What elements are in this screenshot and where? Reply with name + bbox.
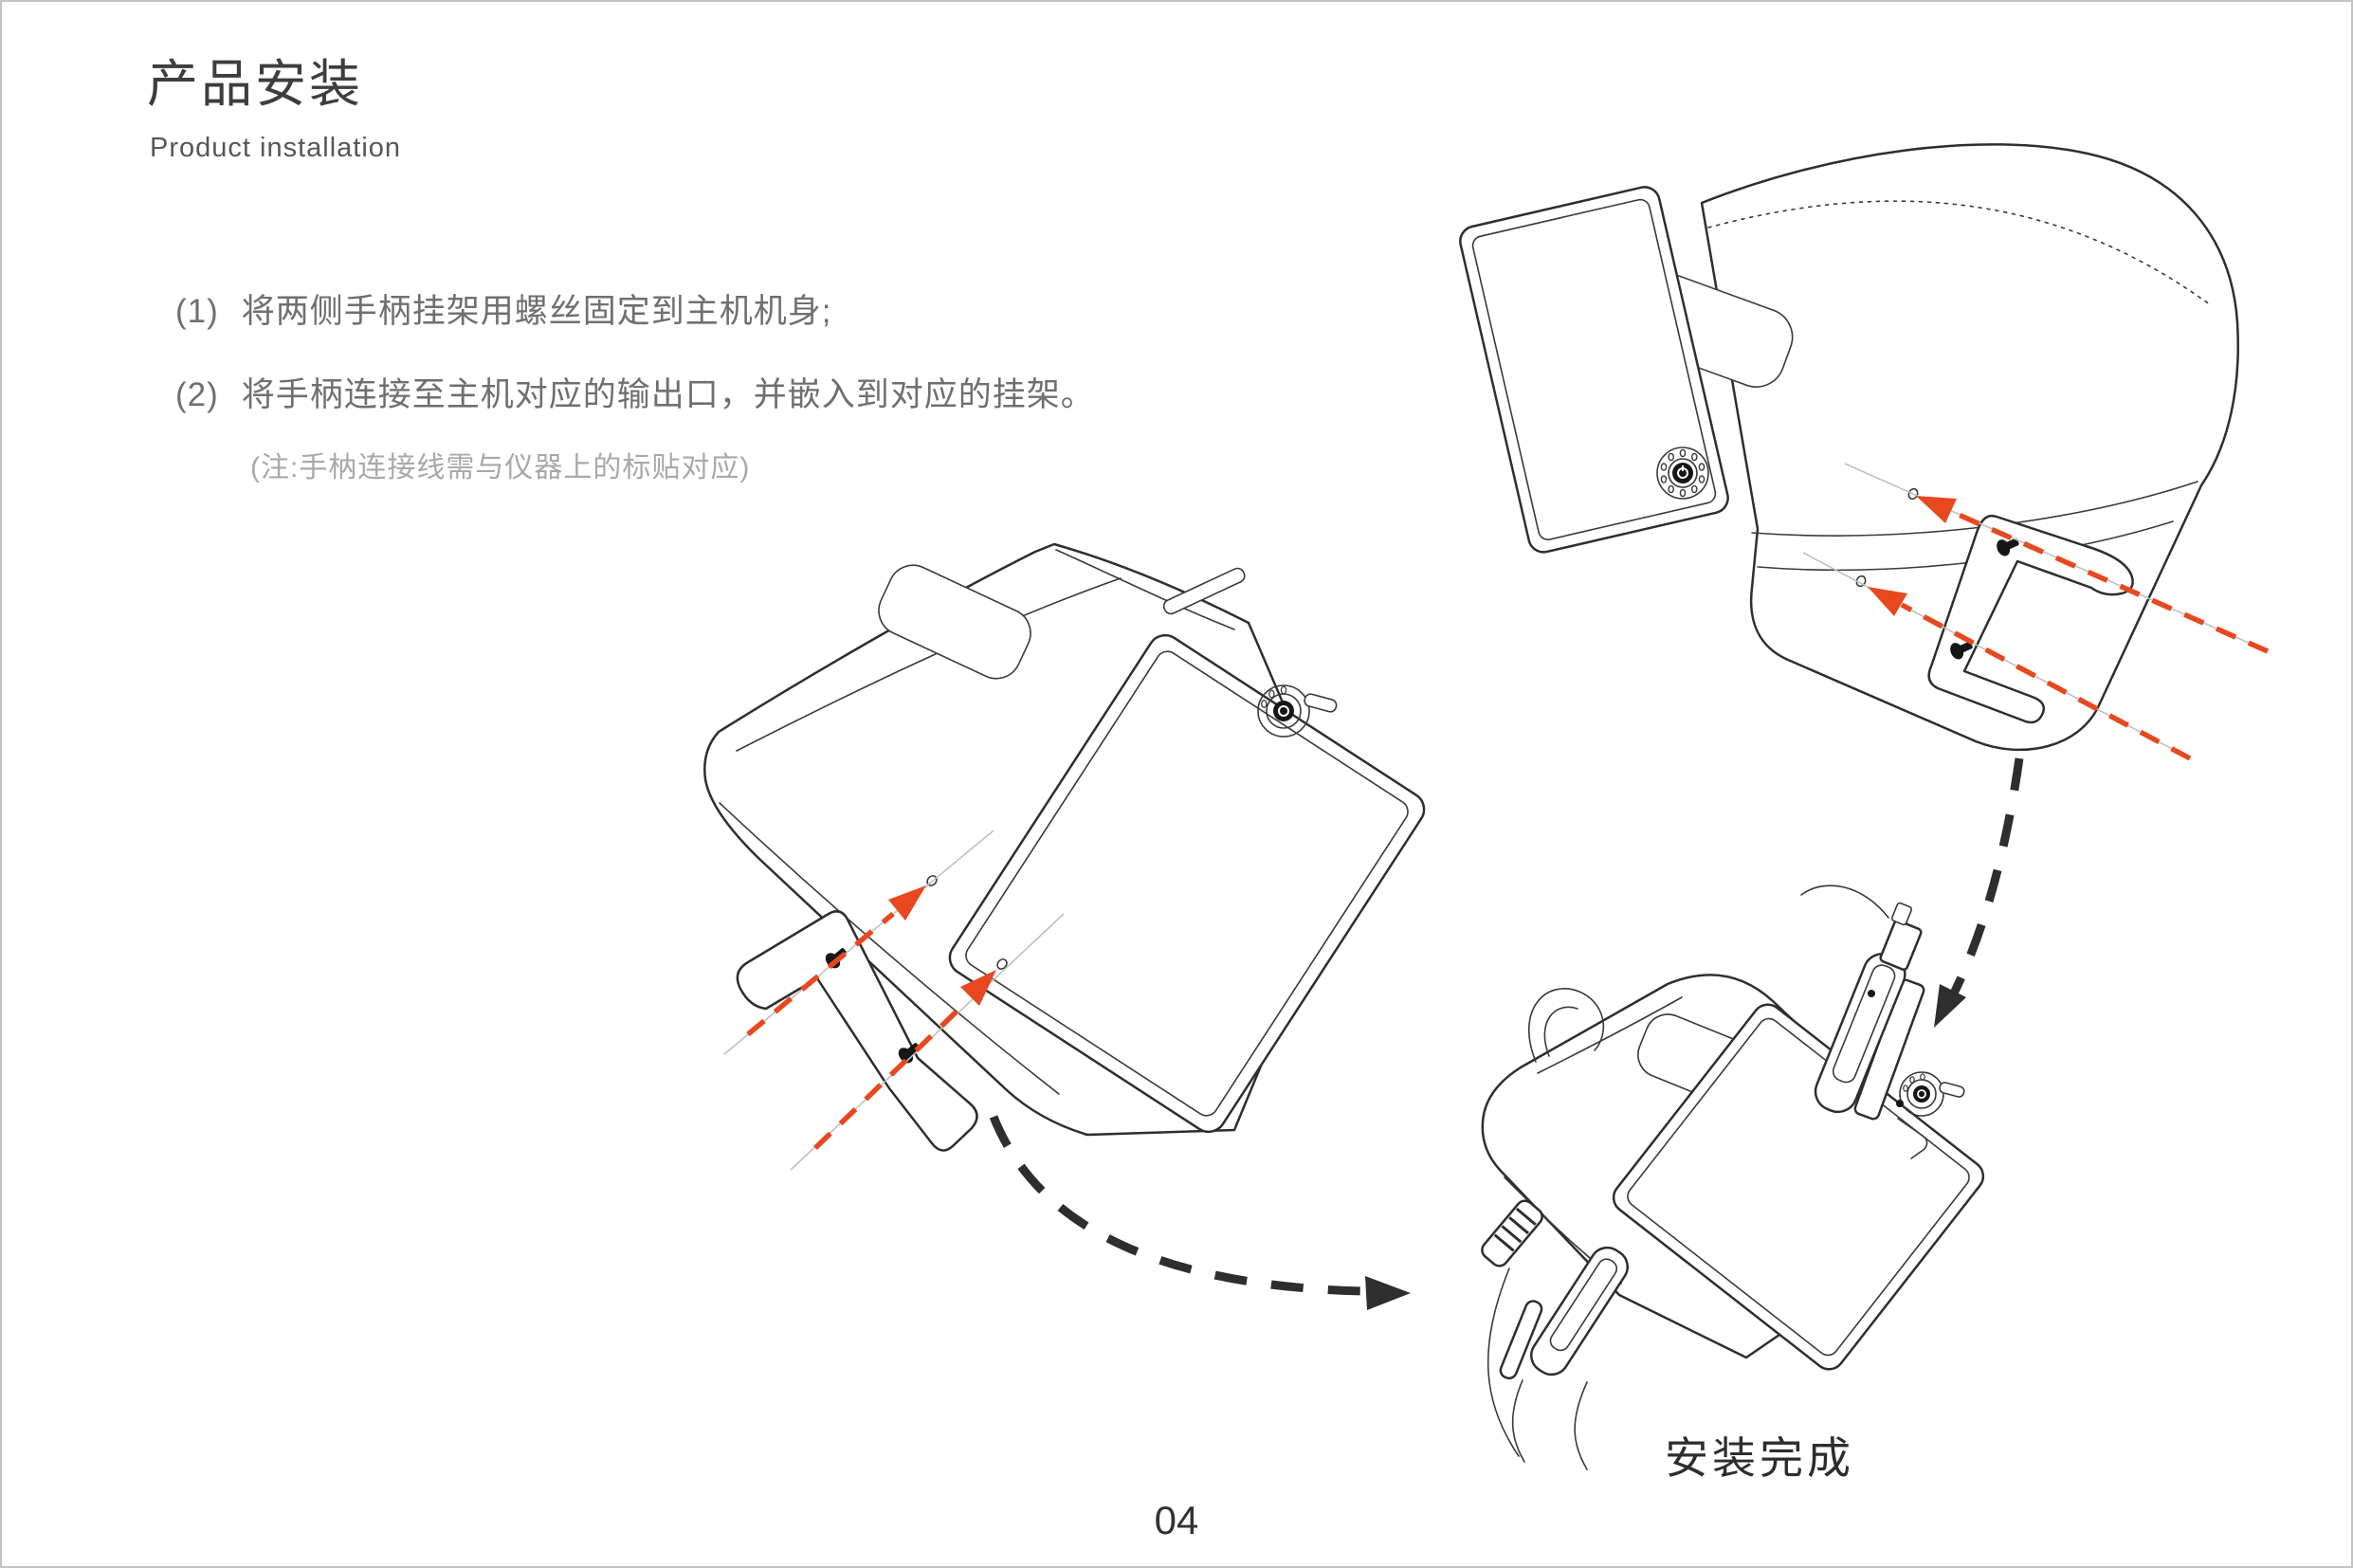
install-step-2: (2) 将手柄连接至主机对应的输出口，并嵌入到对应的挂架。: [175, 368, 1095, 416]
flow-arrow-right: [1934, 757, 2024, 1028]
cable: [1487, 1267, 1520, 1457]
cable: [1574, 1381, 1588, 1470]
screw-direction-arrow: [1802, 552, 2192, 761]
flow-arrow-left: [989, 1115, 1411, 1310]
page-subtitle: Product installation: [150, 133, 402, 163]
main-unit-top-right-illustration: [1459, 143, 2270, 761]
handles-left: [1481, 1199, 1629, 1470]
cable: [1800, 884, 1889, 919]
main-unit-left-illustration: [703, 542, 1426, 1171]
figure-caption: 安装完成: [1665, 1433, 1854, 1483]
handle-bracket-right: [1927, 514, 2134, 724]
stylus-pin: [1162, 567, 1246, 615]
screw-hole: [1855, 574, 1867, 588]
screen-panel: [1459, 186, 1729, 554]
power-knob-icon: [1899, 1071, 1944, 1117]
page-title: 产品安装: [147, 56, 363, 113]
screw-icon: [1950, 641, 1973, 660]
install-step-1: (1) 将两侧手柄挂架用螺丝固定到主机机身;: [175, 284, 832, 333]
screw-direction-arrow: [723, 830, 994, 1055]
screen-panel: [948, 633, 1426, 1134]
screw-hole: [996, 958, 1008, 970]
step-number: (1): [175, 293, 219, 330]
side-pin: [1304, 693, 1338, 713]
side-pin: [1939, 1082, 1965, 1098]
power-knob-icon: [1656, 447, 1709, 500]
assembled-unit-illustration: [1481, 884, 1985, 1470]
screw-direction-arrow: [1844, 463, 2270, 654]
step-number: (2): [175, 376, 219, 413]
power-knob-icon: [1257, 684, 1310, 738]
cable: [1511, 1379, 1525, 1463]
handle-bracket-left: [736, 910, 978, 1152]
cable: [1543, 1006, 1578, 1057]
step-text: 将两侧手柄挂架用螺丝固定到主机机身;: [241, 293, 832, 330]
step-text: 将手柄连接至主机对应的输出口，并嵌入到对应的挂架。: [241, 376, 1095, 413]
install-note: (注:手枘连接线需与仪器上的标贴对应): [250, 452, 751, 483]
screw-icon: [1997, 538, 2019, 556]
page-number: 04: [1154, 1498, 1199, 1542]
top-recess: [878, 564, 1031, 680]
cable: [1528, 988, 1605, 1063]
screw-direction-arrow: [790, 913, 1065, 1171]
handle-in-bracket-right: [1800, 884, 1928, 1159]
